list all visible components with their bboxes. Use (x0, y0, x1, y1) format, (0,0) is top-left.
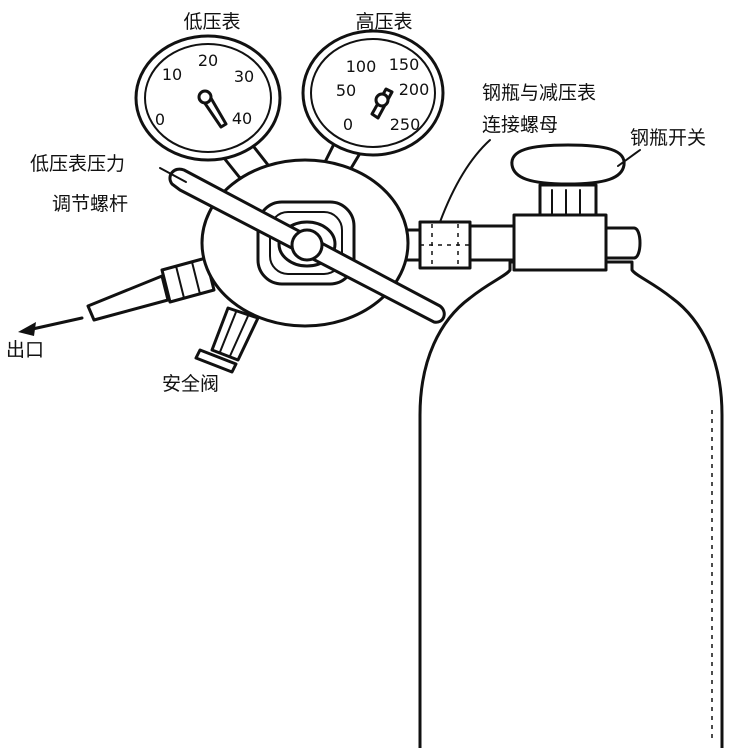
leader-adjust-screw (159, 167, 187, 183)
safety-valve (194, 306, 260, 374)
connection-nut (418, 220, 472, 270)
label-cylinder-connection-line2: 连接螺母 (482, 114, 558, 136)
label-high-gauge: 高压表 (355, 11, 412, 33)
label-cylinder-valve: 钢瓶开关 (630, 127, 706, 149)
label-adjust-screw-line2: 调节螺杆 (52, 193, 128, 215)
leader-cylinder-valve (617, 149, 641, 167)
leader-connection-nut (439, 139, 491, 223)
label-safety-valve: 安全阀 (162, 373, 219, 395)
high-gauge-scale-0: 0 (343, 115, 353, 134)
valve-body (512, 213, 608, 272)
inlet-pipe (468, 224, 516, 262)
outlet-arrow (26, 316, 84, 332)
high-gauge-scale-250: 250 (390, 115, 421, 134)
valve-stem (538, 183, 598, 220)
low-pressure-gauge: 0 10 20 30 40 (134, 34, 282, 162)
low-gauge-scale-0: 0 (155, 110, 165, 129)
high-pressure-gauge: 0 50 100 150 200 250 (301, 29, 445, 157)
label-low-gauge: 低压表 (183, 11, 240, 33)
low-gauge-scale-40: 40 (232, 109, 252, 128)
high-gauge-scale-200: 200 (399, 80, 430, 99)
low-gauge-scale-10: 10 (162, 65, 182, 84)
low-gauge-scale-20: 20 (198, 51, 218, 70)
gas-cylinder (418, 260, 724, 748)
label-outlet: 出口 (6, 339, 44, 361)
outlet-fitting (18, 256, 216, 336)
label-adjust-screw-line1: 低压表压力 (30, 153, 125, 175)
outlet-nozzle (86, 274, 170, 322)
cylinder-valve-handwheel (510, 143, 626, 186)
cylinder-valve-assembly (402, 143, 642, 272)
high-gauge-scale-100: 100 (346, 57, 377, 76)
pressure-adjusting-screw[interactable] (168, 167, 446, 324)
high-gauge-scale-150: 150 (389, 55, 420, 74)
cylinder-body (418, 260, 724, 748)
label-cylinder-connection-line1: 钢瓶与减压表 (482, 82, 596, 104)
low-gauge-scale-30: 30 (234, 67, 254, 86)
valve-side-port (604, 226, 642, 260)
high-gauge-scale-50: 50 (336, 81, 356, 100)
